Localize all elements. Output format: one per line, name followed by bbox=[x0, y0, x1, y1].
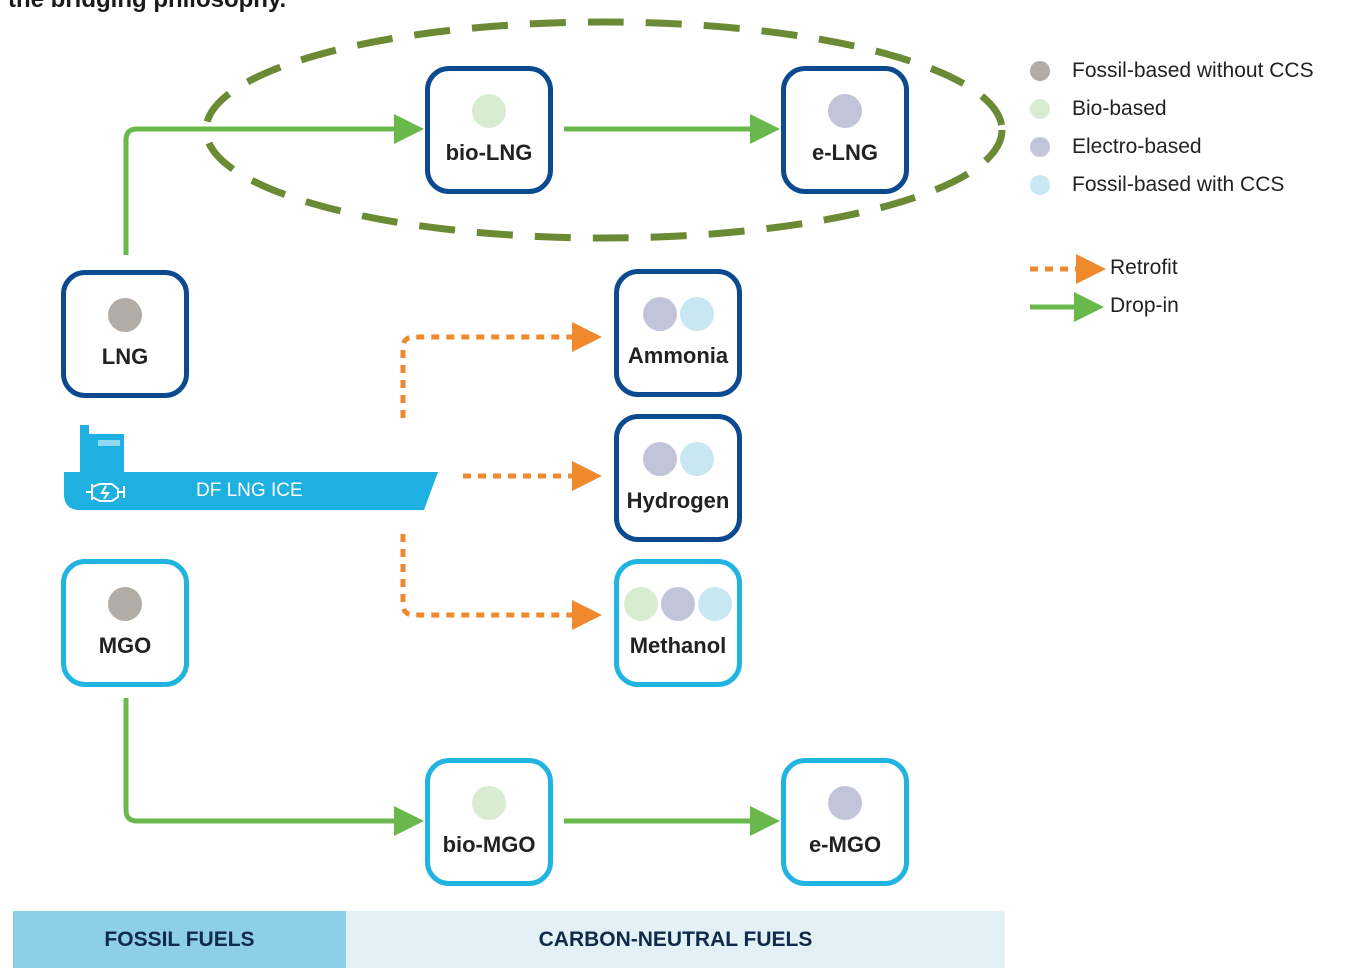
fuel-box-bio-mgo: bio-MGO bbox=[425, 758, 553, 886]
ship-icon bbox=[64, 425, 438, 510]
electro-dot bbox=[828, 94, 862, 128]
fuel-label-e-mgo: e-MGO bbox=[808, 832, 882, 857]
legend-label-dropin: Drop-in bbox=[1110, 294, 1179, 317]
legend-label-bio: Bio-based bbox=[1072, 97, 1167, 120]
bio-dot bbox=[624, 587, 658, 621]
legend-label-retrofit: Retrofit bbox=[1110, 256, 1178, 279]
dropin-arrow-lng-bio-lng bbox=[123, 114, 424, 255]
fossil-dot bbox=[108, 587, 142, 621]
legend-label-fossil: Fossil-based without CCS bbox=[1072, 59, 1314, 82]
legend-dot-ccs bbox=[1030, 175, 1050, 195]
fuel-label-e-lng: e-LNG bbox=[812, 140, 878, 165]
electro-dot bbox=[828, 786, 862, 820]
fuel-box-e-mgo: e-MGO bbox=[781, 758, 909, 886]
legend-item-fossil: Fossil-based without CCS bbox=[1030, 59, 1314, 83]
fuel-label-lng: LNG bbox=[101, 344, 149, 369]
bio-dot bbox=[472, 94, 506, 128]
dropin-arrow-mgo-bio-mgo bbox=[123, 698, 424, 836]
carbon-neutral-label: CARBON-NEUTRAL FUELS bbox=[538, 927, 813, 951]
legend-item-electro: Electro-based bbox=[1030, 135, 1202, 159]
legend-label-ccs: Fossil-based with CCS bbox=[1072, 173, 1285, 196]
fuel-box-bio-lng: bio-LNG bbox=[425, 66, 553, 194]
fuel-label-bio-lng: bio-LNG bbox=[445, 140, 533, 165]
legend-dot-bio bbox=[1030, 99, 1050, 119]
fuel-dots bbox=[642, 442, 714, 476]
fuel-dots bbox=[108, 298, 142, 332]
ccs-dot bbox=[679, 297, 714, 331]
fuel-label-mgo: MGO bbox=[98, 633, 152, 658]
fuel-box-lng: LNG bbox=[61, 270, 189, 398]
legend-item-bio: Bio-based bbox=[1030, 97, 1167, 121]
legend-dot-fossil bbox=[1030, 61, 1050, 81]
fuel-box-mgo: MGO bbox=[61, 559, 189, 687]
ship-label: DF LNG ICE bbox=[196, 480, 303, 501]
electro-dot bbox=[661, 587, 695, 621]
retrofit-arrow-methanol bbox=[400, 534, 602, 630]
fuel-box-ammonia: Ammonia bbox=[614, 269, 742, 397]
fuel-dots bbox=[472, 786, 506, 820]
carbon-neutral-band: CARBON-NEUTRAL FUELS bbox=[346, 911, 1005, 968]
fuel-label-hydrogen: Hydrogen bbox=[626, 488, 730, 513]
fossil-fuels-label: FOSSIL FUELS bbox=[104, 927, 255, 951]
fuel-label-methanol: Methanol bbox=[629, 633, 727, 658]
legend-dot-electro bbox=[1030, 137, 1050, 157]
electro-dot bbox=[642, 442, 677, 476]
fossil-fuels-band: FOSSIL FUELS bbox=[13, 911, 346, 968]
fuel-dots bbox=[472, 94, 506, 128]
retrofit-arrow-ammonia bbox=[400, 322, 602, 418]
fuel-label-ammonia: Ammonia bbox=[627, 343, 729, 368]
legend-item-ccs: Fossil-based with CCS bbox=[1030, 173, 1284, 197]
page-title: the bridging philosophy. bbox=[8, 0, 286, 14]
fuel-box-e-lng: e-LNG bbox=[781, 66, 909, 194]
fuel-dots bbox=[828, 94, 862, 128]
fossil-dot bbox=[108, 298, 142, 332]
highlight-ellipse bbox=[202, 18, 1006, 242]
fuel-label-bio-mgo: bio-MGO bbox=[442, 832, 536, 857]
fuel-dots bbox=[108, 587, 142, 621]
ccs-dot bbox=[698, 587, 732, 621]
legend-label-electro: Electro-based bbox=[1072, 135, 1202, 158]
electro-dot bbox=[642, 297, 677, 331]
bio-dot bbox=[472, 786, 506, 820]
fuel-dots bbox=[828, 786, 862, 820]
fuel-dots bbox=[642, 297, 714, 331]
fuel-box-hydrogen: Hydrogen bbox=[614, 414, 742, 542]
ccs-dot bbox=[679, 442, 714, 476]
engine-icon bbox=[86, 483, 125, 502]
fuel-box-methanol: Methanol bbox=[614, 559, 742, 687]
fuel-dots bbox=[624, 587, 732, 621]
